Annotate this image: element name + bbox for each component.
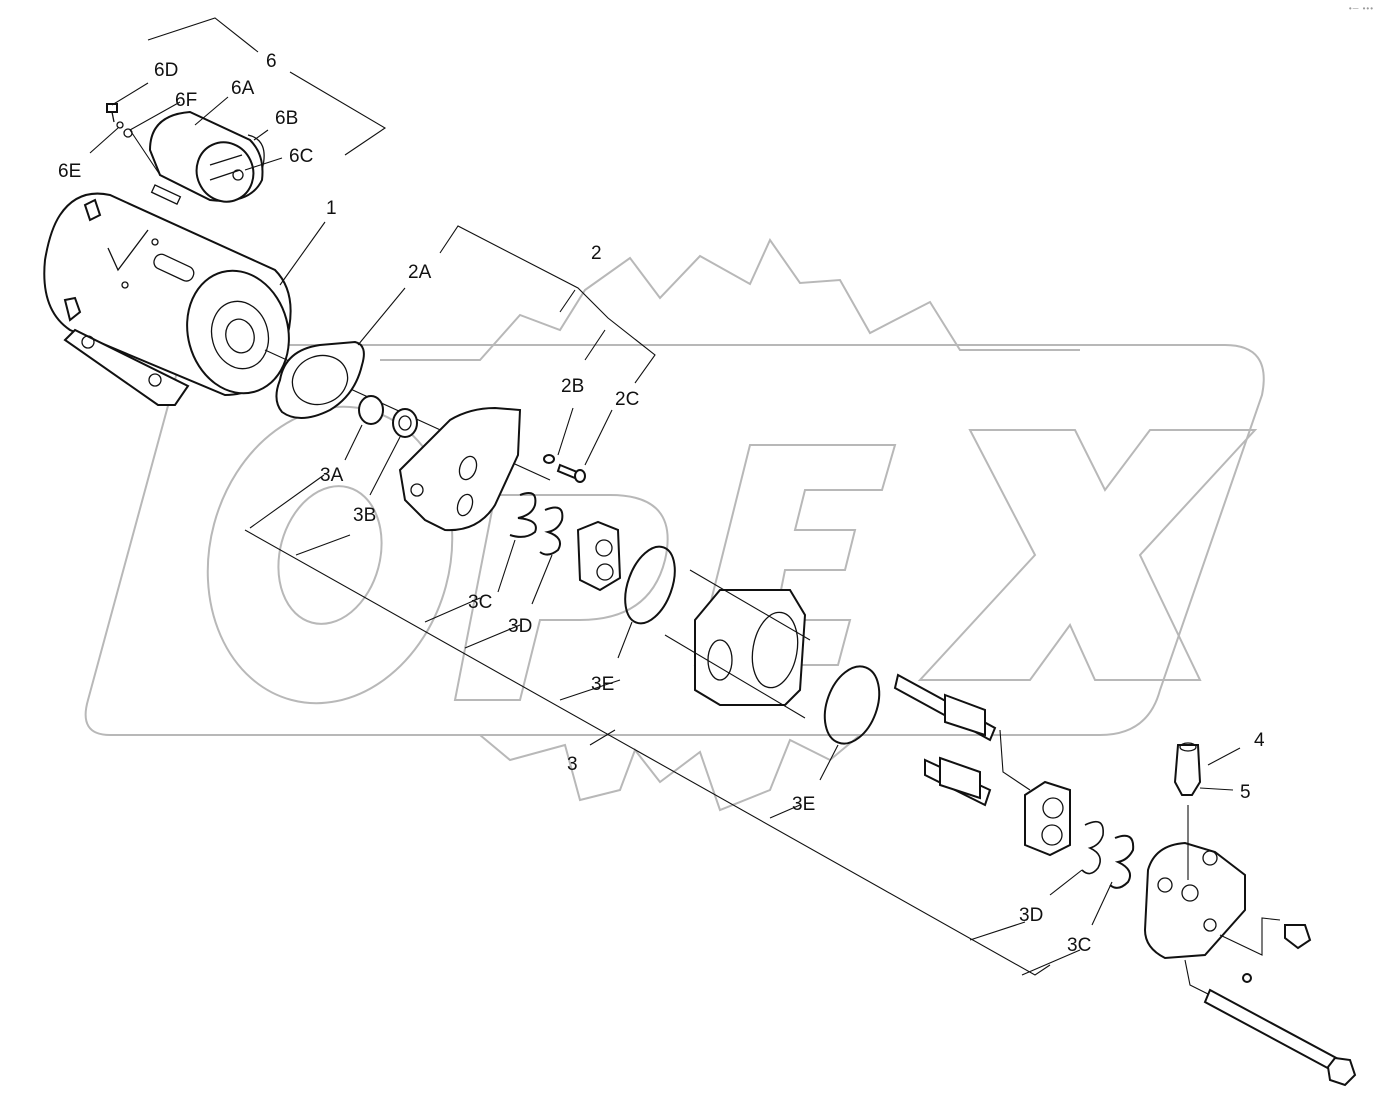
pump-body xyxy=(664,569,811,719)
retaining-ring-3A xyxy=(358,395,384,425)
callout-3E-right: 3E xyxy=(792,794,816,815)
callout-2C: 2C xyxy=(615,389,640,410)
o-ring-3E-right xyxy=(823,665,881,745)
corner-mark: •─ ••• xyxy=(1348,4,1374,13)
o-ring-3E-left xyxy=(624,545,676,625)
callout-4: 4 xyxy=(1254,730,1265,751)
callout-1: 1 xyxy=(326,198,337,219)
callout-6B: 6B xyxy=(275,108,299,129)
callout-3C-upper: 3C xyxy=(468,592,493,613)
drive-gear-shaft xyxy=(893,673,1031,791)
bracket-2 xyxy=(439,225,656,384)
callout-3B: 3B xyxy=(353,505,377,526)
thrust-plate-upper xyxy=(576,520,622,592)
thrust-plate-lower xyxy=(1024,780,1071,857)
callout-3A: 3A xyxy=(320,465,344,486)
relief-valve xyxy=(1173,742,1202,796)
callout-3: 3 xyxy=(567,754,578,775)
callout-6F: 6F xyxy=(175,90,198,111)
driven-gear-shaft xyxy=(924,756,992,807)
callout-2A: 2A xyxy=(408,262,432,283)
callout-3C-lower: 3C xyxy=(1067,935,1092,956)
lock-washer-2B xyxy=(543,454,555,464)
bracket-3 xyxy=(244,474,1081,976)
backup-ring-3D-upper xyxy=(539,506,564,556)
small-plug xyxy=(1242,973,1252,983)
callout-2B: 2B xyxy=(561,376,585,397)
callout-3D-lower: 3D xyxy=(1019,905,1044,926)
callout-6A: 6A xyxy=(231,78,255,99)
wire-seal-3C-upper xyxy=(509,492,537,538)
end-cover xyxy=(1143,805,1281,960)
bolt-2C xyxy=(556,463,586,483)
tie-bolt xyxy=(1184,959,1357,1087)
callout-3D-upper: 3D xyxy=(508,616,533,637)
leader-lines xyxy=(89,82,1241,926)
mounting-flange xyxy=(398,406,522,532)
opex-watermark-logo xyxy=(84,237,1265,812)
solenoid-assembly xyxy=(106,103,265,205)
callout-6E: 6E xyxy=(58,161,82,182)
bracket-6 xyxy=(147,17,387,156)
pipe-plug xyxy=(1284,924,1312,950)
callout-6C: 6C xyxy=(289,146,314,167)
wire-seal-3C-lower xyxy=(1109,834,1135,889)
shaft-seal-3B xyxy=(392,408,418,438)
callout-2: 2 xyxy=(591,243,602,264)
callout-6D: 6D xyxy=(154,60,179,81)
callout-3E-left: 3E xyxy=(591,674,615,695)
callout-5: 5 xyxy=(1240,782,1251,803)
callout-6: 6 xyxy=(266,51,277,72)
motor xyxy=(43,192,292,406)
backup-ring-3D-lower xyxy=(1081,820,1104,875)
gasket-2A xyxy=(275,340,365,419)
